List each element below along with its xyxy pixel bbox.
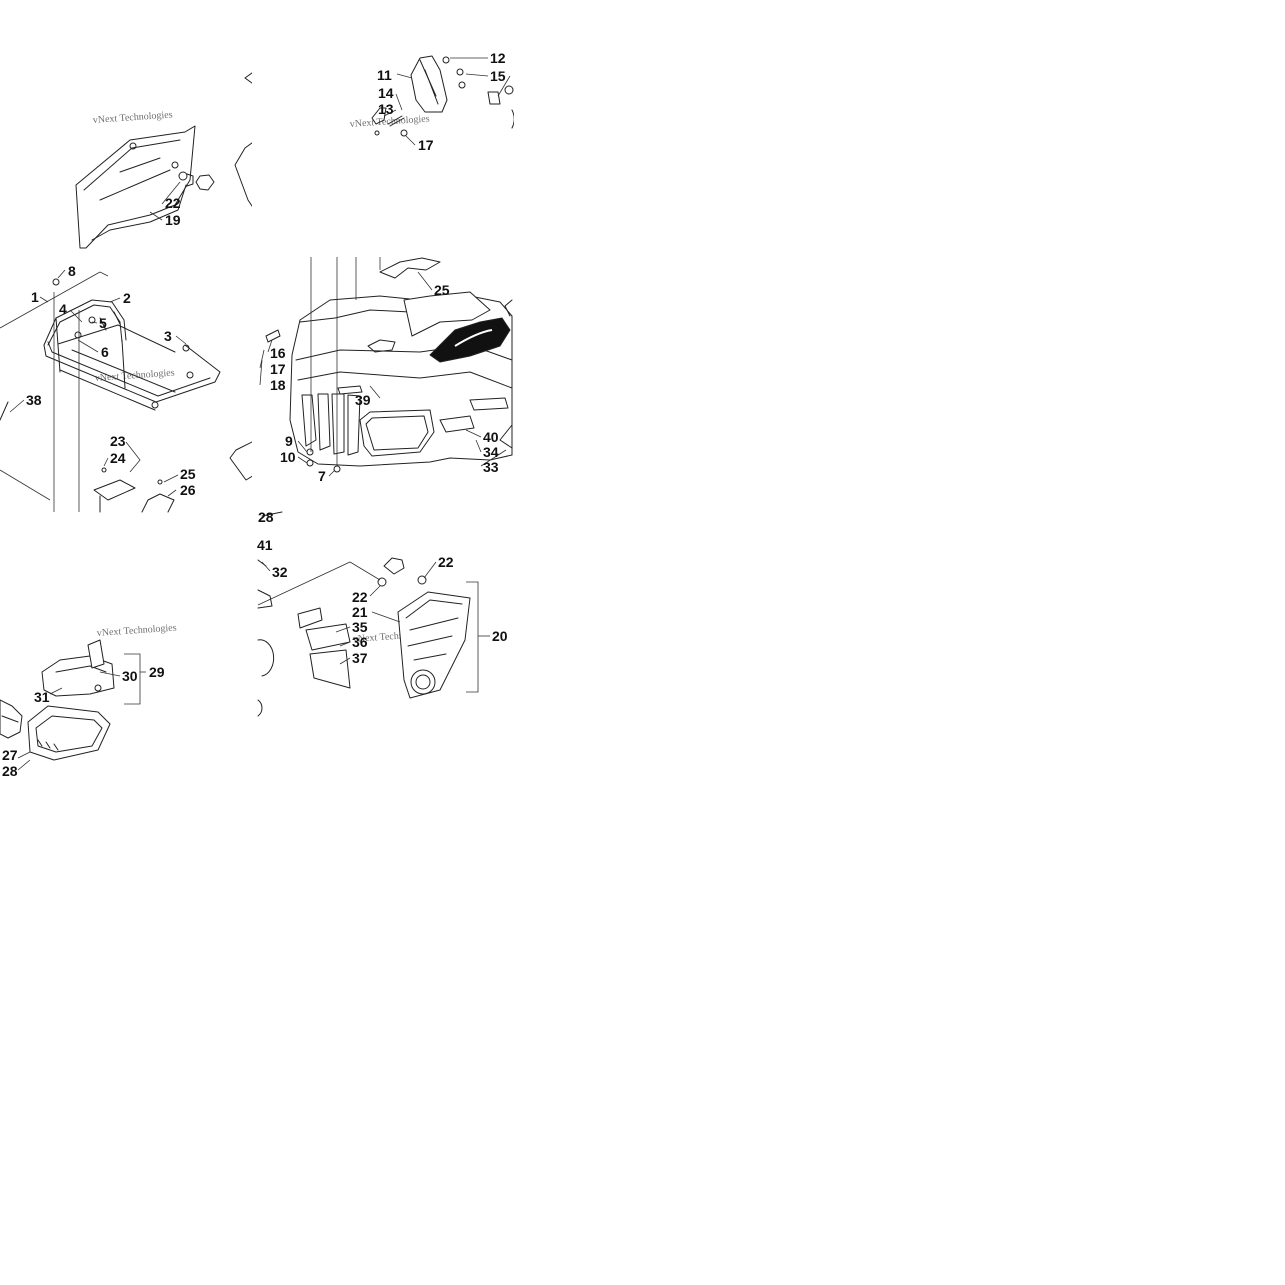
- callout-36: 36: [352, 634, 368, 650]
- callout-22: 22: [165, 195, 181, 211]
- callout-19: 19: [165, 212, 181, 228]
- callout-5: 5: [99, 315, 107, 331]
- callout-8: 8: [68, 263, 76, 279]
- callout-31: 31: [34, 689, 50, 705]
- callout-16: 16: [270, 345, 286, 361]
- callout-37: 37: [352, 650, 368, 666]
- callout-7: 7: [318, 468, 326, 484]
- callout-labels: 22 19 12 11 15 14 13 17 8 1 2 4 5 3 6 38…: [2, 50, 508, 779]
- callout-29: 29: [149, 664, 165, 680]
- callout-20: 20: [492, 628, 508, 644]
- watermark-text: vNext Technologies: [92, 109, 173, 126]
- callout-11: 11: [377, 67, 392, 83]
- callout-25: 25: [180, 466, 196, 482]
- callout-17: 17: [270, 361, 286, 377]
- callout-14: 14: [378, 85, 394, 101]
- callout-13: 13: [378, 101, 394, 117]
- watermark-text: vNext Technologies: [96, 622, 177, 639]
- callout-10: 10: [280, 449, 296, 465]
- callout-38: 38: [26, 392, 42, 408]
- callout-27: 27: [2, 747, 18, 763]
- callout-30: 30: [122, 668, 138, 684]
- callout-4: 4: [59, 301, 67, 317]
- callout-35: 35: [352, 619, 368, 635]
- reflector-assembly-11: [371, 55, 515, 137]
- callout-28: 28: [258, 509, 274, 525]
- callout-24: 24: [110, 450, 126, 466]
- callout-39: 39: [355, 392, 371, 408]
- callout-25: 25: [434, 282, 450, 298]
- callout-22: 22: [438, 554, 454, 570]
- leader-lines: [9, 57, 511, 771]
- callout-23: 23: [110, 433, 126, 449]
- callout-21: 21: [352, 604, 368, 620]
- storage-box-29: [0, 639, 141, 761]
- callout-6: 6: [101, 344, 109, 360]
- callout-2: 2: [123, 290, 131, 306]
- callout-41: 41: [257, 537, 273, 553]
- callout-26: 26: [180, 482, 196, 498]
- callout-22: 22: [352, 589, 368, 605]
- edge-fragment: [234, 139, 257, 213]
- side-panel-20: [257, 557, 479, 717]
- callout-9: 9: [285, 433, 293, 449]
- callout-15: 15: [490, 68, 506, 84]
- callout-3: 3: [164, 328, 172, 344]
- callout-32: 32: [272, 564, 288, 580]
- floor-panel-23: [93, 467, 175, 513]
- callout-33: 33: [483, 459, 499, 475]
- front-body-39: [261, 257, 513, 517]
- side-panel-19: [75, 125, 215, 249]
- callout-40: 40: [483, 429, 499, 445]
- callout-17: 17: [418, 137, 434, 153]
- callout-34: 34: [483, 444, 499, 460]
- callout-12: 12: [490, 50, 506, 66]
- callout-18: 18: [270, 377, 286, 393]
- front-rack-1: [0, 271, 221, 512]
- callout-28: 28: [2, 763, 18, 779]
- callout-1: 1: [31, 289, 39, 305]
- edge-fragment: [229, 439, 257, 481]
